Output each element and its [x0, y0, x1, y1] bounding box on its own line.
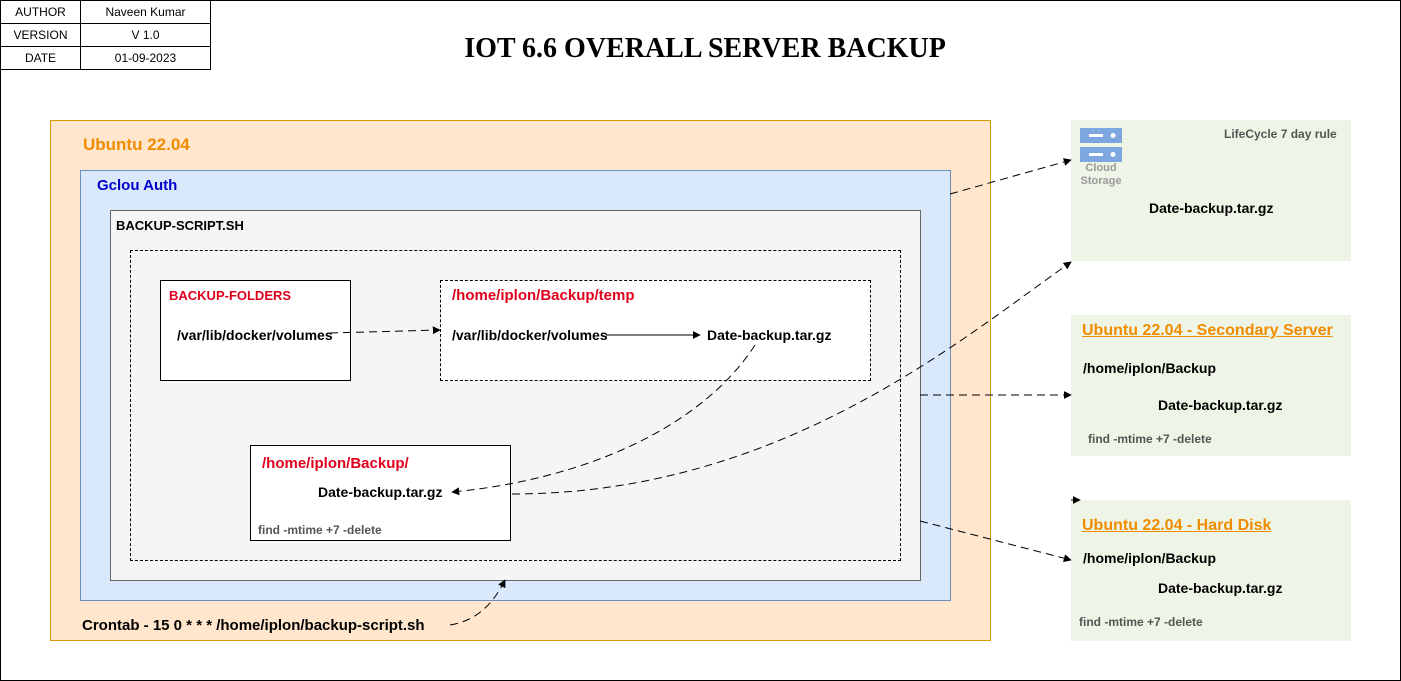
page-title: IOT 6.6 OVERALL SERVER BACKUP — [464, 33, 946, 64]
cloud-archive: Date-backup.tar.gz — [1149, 200, 1274, 216]
secondary-server-path: /home/iplon/Backup — [1083, 360, 1217, 376]
local-backup-cleanup: find -mtime +7 -delete — [258, 523, 382, 537]
crontab-schedule: Crontab - 15 0 * * * /home/iplon/backup-… — [82, 617, 425, 634]
secondary-server-label: Ubuntu 22.04 - Secondary Server — [1082, 322, 1333, 339]
hard-disk-label: Ubuntu 22.04 - Hard Disk — [1082, 517, 1272, 534]
arrow-crontab-to-script — [449, 579, 506, 626]
arrow-temp-to-local — [451, 344, 756, 496]
arrow-script-to-harddisk — [919, 520, 1072, 563]
backup-script-container — [110, 210, 921, 581]
secondary-server-box — [1071, 315, 1351, 456]
arrow-gcloud-to-cloud — [949, 158, 1072, 195]
hard-disk-cleanup: find -mtime +7 -delete — [1079, 615, 1203, 629]
temp-folder-label: /home/iplon/Backup/temp — [452, 287, 635, 304]
version-label: VERSION — [0, 23, 81, 47]
hard-disk-archive: Date-backup.tar.gz — [1158, 580, 1283, 596]
cloud-icon-caption-2: Storage — [1080, 175, 1122, 187]
arrow-folders-to-temp — [329, 326, 441, 335]
backup-folders-box — [160, 280, 351, 381]
ubuntu-main-label: Ubuntu 22.04 — [83, 135, 190, 154]
local-backup-label: /home/iplon/Backup/ — [262, 455, 409, 472]
local-backup-archive: Date-backup.tar.gz — [318, 484, 443, 500]
cloud-storage-icon — [1079, 127, 1123, 163]
backup-folders-label: BACKUP-FOLDERS — [169, 288, 292, 303]
arrow-local-to-cloud — [511, 261, 1072, 495]
cloud-storage-box — [1071, 120, 1351, 261]
hard-disk-path: /home/iplon/Backup — [1083, 550, 1217, 566]
date-value: 01-09-2023 — [80, 46, 211, 70]
cloud-icon-caption-1: Cloud — [1085, 162, 1117, 174]
local-backup-box — [250, 445, 511, 541]
temp-archive: Date-backup.tar.gz — [707, 327, 832, 343]
backup-script-label: BACKUP-SCRIPT.SH — [116, 218, 244, 233]
gcloud-auth-label: Gclou Auth — [97, 177, 178, 194]
backup-folders-path: /var/lib/docker/volumes — [177, 327, 333, 343]
cloud-lifecycle-rule: LifeCycle 7 day rule — [1224, 127, 1337, 141]
temp-source-path: /var/lib/docker/volumes — [452, 327, 608, 343]
secondary-server-archive: Date-backup.tar.gz — [1158, 397, 1283, 413]
metadata-table: AUTHOR Naveen Kumar VERSION V 1.0 DATE 0… — [0, 0, 211, 70]
hard-disk-box — [1071, 500, 1351, 641]
secondary-server-cleanup: find -mtime +7 -delete — [1088, 432, 1212, 446]
script-process-region — [130, 250, 901, 561]
